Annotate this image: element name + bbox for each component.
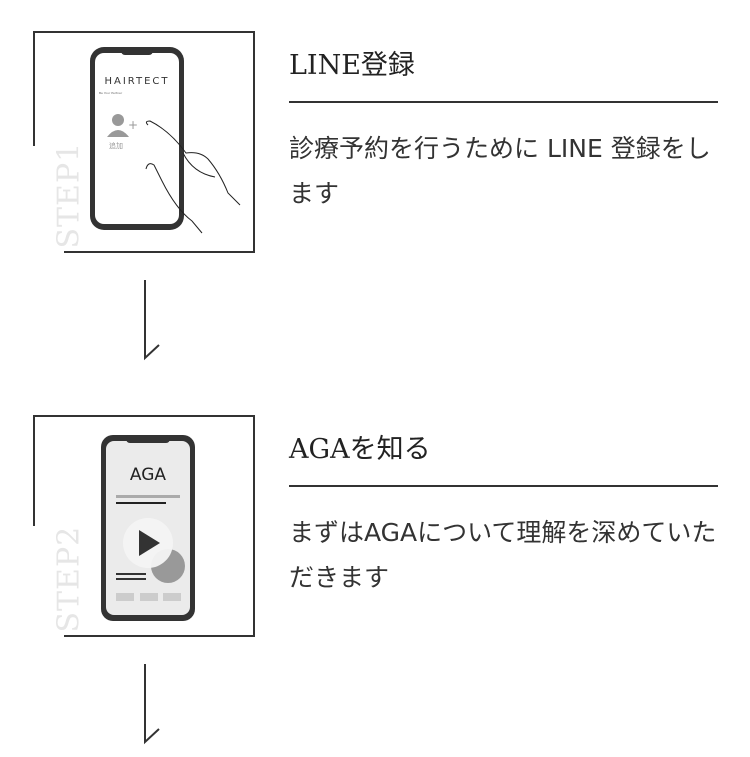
step-2-illustration: AGA STEP2 (33, 415, 255, 637)
step-description: 診療予約を行うために LINE 登録をします (289, 134, 711, 208)
divider (289, 485, 718, 487)
step-description: まずはAGAについて理解を深めていただきます (289, 518, 717, 592)
screen-heading: AGA (129, 465, 167, 485)
down-arrow-icon (144, 664, 160, 745)
divider (289, 101, 718, 103)
step-title: LINE登録 (289, 50, 415, 81)
step-title: AGAを知る (289, 434, 431, 465)
svg-text:+: + (128, 118, 138, 132)
step-1-illustration: + HAIRTECT Be Your Partner 追加 STEP1 (33, 31, 255, 253)
down-arrow-icon (144, 280, 160, 361)
brand-text: HAIRTECT (104, 76, 170, 87)
step-label: STEP1 (51, 141, 87, 249)
step-1: + HAIRTECT Be Your Partner 追加 STEP1 LINE… (0, 31, 750, 271)
phone-hand-illustration: + (33, 31, 255, 253)
step-2: AGA STEP2 AGAを知る まずはAGAについて理解を深めていただきます (0, 415, 750, 655)
add-friend-icon: + (107, 114, 138, 137)
tagline-text: Be Your Partner (99, 91, 123, 95)
step-label: STEP2 (51, 525, 87, 633)
phone-video-illustration (33, 415, 255, 637)
add-label: 追加 (109, 142, 123, 150)
play-icon (123, 518, 173, 568)
